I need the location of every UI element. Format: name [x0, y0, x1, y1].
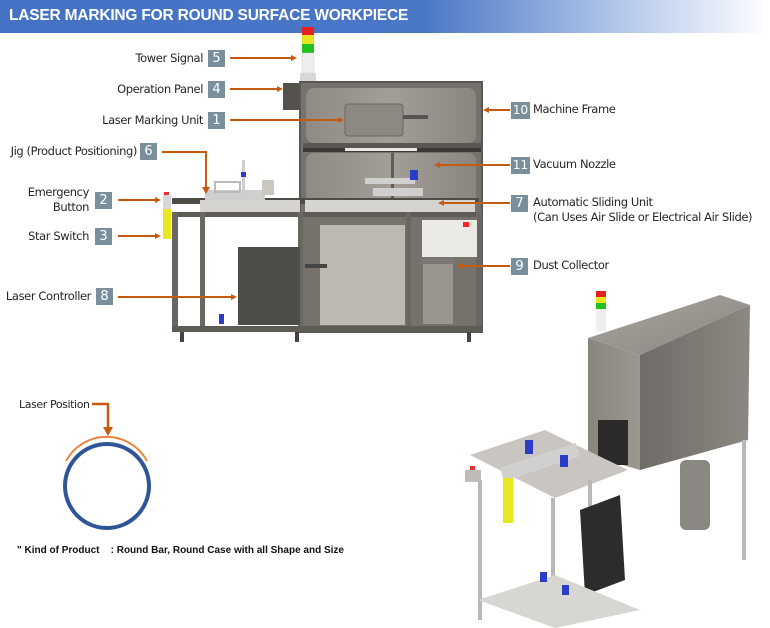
callout-label-operation-panel: Operation Panel: [117, 82, 203, 96]
callout-badge-9: 9: [511, 258, 528, 275]
operation-panel-box: [283, 83, 303, 110]
round-workpiece-circle: [63, 442, 151, 530]
arrowhead-8: [231, 294, 237, 300]
arrowhead-11: [434, 162, 440, 168]
callout-badge-3: 3: [95, 228, 112, 245]
callout-label-star-switch: Star Switch: [28, 229, 89, 243]
arrowhead-1: [338, 117, 344, 123]
product-kind-footnote: " Kind of Product : Round Bar, Round Cas…: [17, 545, 344, 556]
callout-label-laser-controller: Laser Controller: [5, 289, 91, 303]
arrowhead-7: [438, 200, 444, 206]
callout-badge-4: 4: [208, 81, 225, 98]
callout-badge-10: 10: [511, 102, 530, 119]
callout-label-tower-signal: Tower Signal: [135, 51, 204, 65]
arrow-6: [162, 151, 207, 190]
dust-collector-tank: [423, 262, 453, 324]
laser-position-arrowhead: [103, 427, 113, 436]
callout-badge-2: 2: [95, 192, 112, 209]
callout-label-jig: Jig (Product Positioning): [10, 144, 138, 158]
callout-badge-8: 8: [96, 288, 113, 305]
tower-signal-lamp: [300, 27, 316, 83]
callout-badge-7: 7: [511, 195, 528, 212]
arrowhead-4: [277, 86, 283, 92]
callout-badge-6: 6: [140, 143, 157, 160]
callout-label-laser-marking-unit: Laser Marking Unit: [102, 113, 203, 127]
front-view-machine: [163, 27, 483, 342]
title-bar: LASER MARKING FOR ROUND SURFACE WORKPIEC…: [0, 0, 770, 33]
callout-badge-11: 11: [511, 157, 530, 174]
laser-controller-box: [238, 247, 300, 325]
laser-position-arrow: [92, 402, 110, 428]
laser-head: [344, 103, 404, 137]
arrowhead-6: [202, 187, 210, 194]
callout-arrows: [118, 55, 510, 300]
callout-badge-5: 5: [208, 50, 225, 67]
arrowhead-5: [291, 55, 297, 61]
callout-label-sliding-unit-line1: Automatic Sliding Unit: [533, 195, 653, 209]
arrowhead-9: [457, 263, 463, 269]
laser-position-label: Laser Position: [19, 398, 90, 411]
arrowhead-3: [155, 233, 161, 239]
page-title: LASER MARKING FOR ROUND SURFACE WORKPIEC…: [9, 7, 409, 24]
arrowhead-10: [483, 107, 489, 113]
arrowhead-2: [155, 197, 161, 203]
callout-label-emergency-button-line2: Button: [52, 200, 90, 214]
callout-label-emergency-button-line1: Emergency: [27, 185, 90, 199]
callout-label-machine-frame: Machine Frame: [533, 102, 616, 116]
callout-label-sliding-unit-line2: (Can Uses Air Slide or Electrical Air Sl…: [533, 210, 753, 224]
callout-badge-1: 1: [208, 112, 225, 129]
laser-position-diagram: [63, 402, 151, 530]
laser-arc: [65, 435, 148, 462]
isometric-view-machine: [465, 291, 750, 628]
callout-label-dust-collector: Dust Collector: [533, 258, 609, 272]
callout-label-vacuum-nozzle: Vacuum Nozzle: [533, 157, 616, 171]
